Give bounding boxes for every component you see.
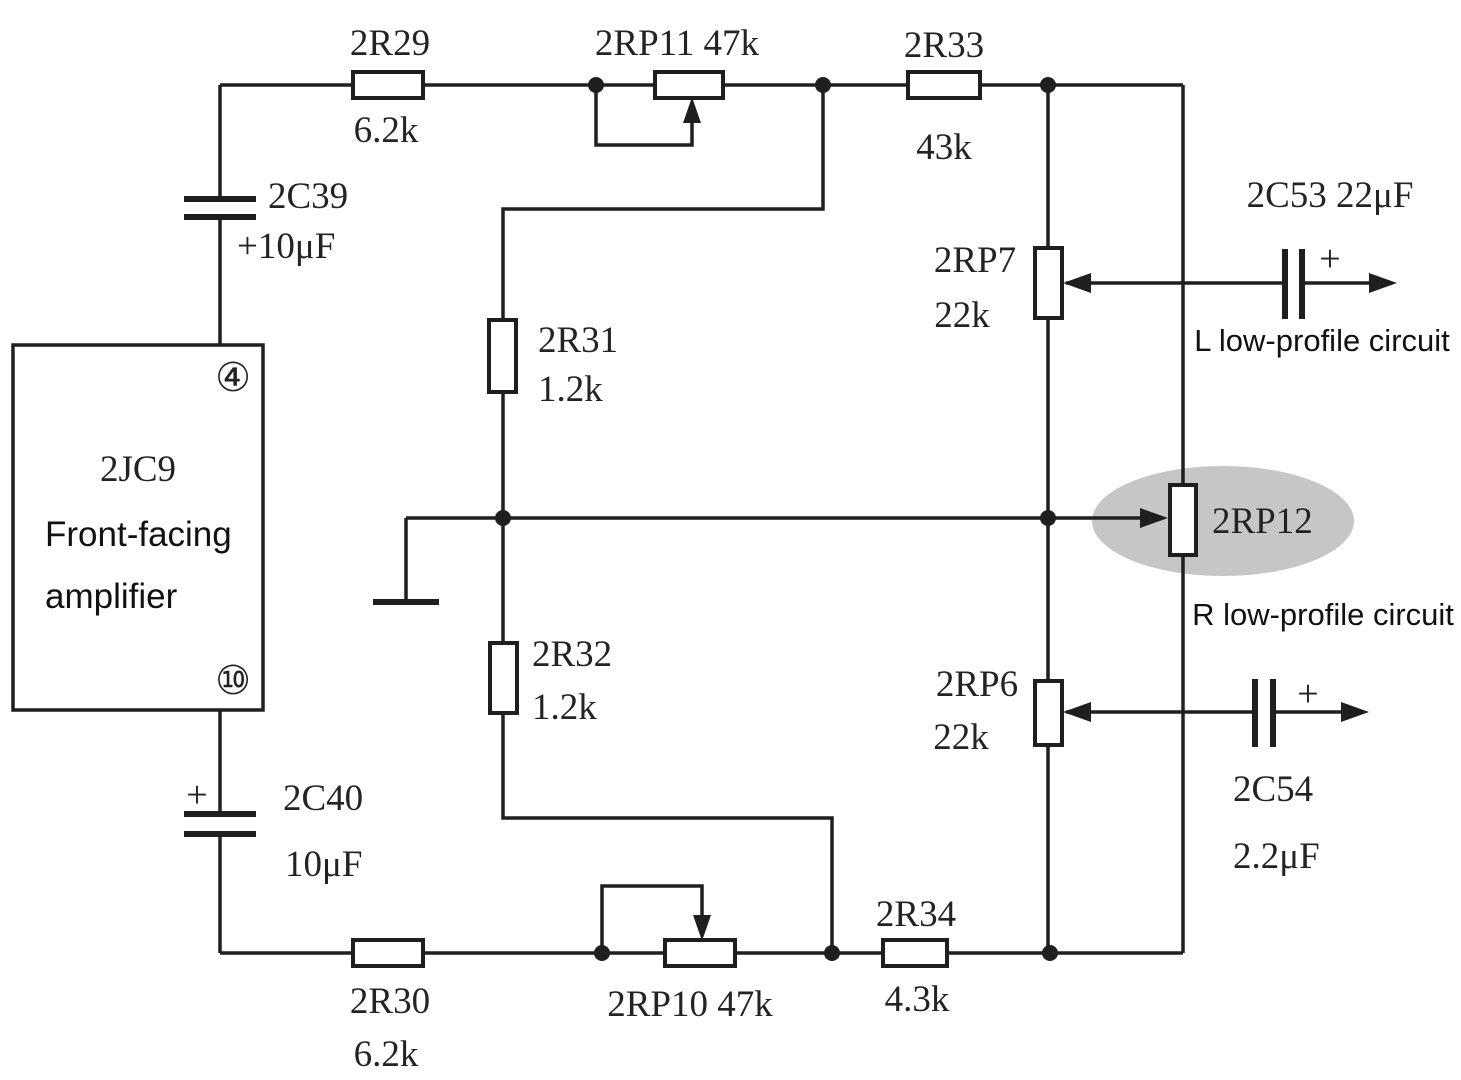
label-2rp6: 2RP6	[936, 664, 1018, 705]
wire-rp10-wiper-link	[600, 884, 704, 953]
value-2rp6: 22k	[933, 717, 989, 758]
value-2c54: 2.2μF	[1233, 836, 1320, 877]
label-2r34: 2R34	[876, 894, 956, 935]
potentiometer-2rp7-body	[1033, 246, 1064, 320]
label-2rp7: 2RP7	[934, 240, 1016, 281]
label-2rp10: 2RP10 47k	[607, 984, 773, 1025]
potentiometer-2rp6-body	[1033, 679, 1064, 747]
label-2r30: 2R30	[350, 981, 430, 1022]
resistor-2r30-body	[351, 938, 425, 968]
value-2r31: 1.2k	[538, 369, 603, 410]
capacitor-2c40	[184, 811, 256, 837]
rp12-input-arrow	[1140, 508, 1168, 528]
amplifier-desc-line1: Front-facing	[45, 515, 232, 554]
right-output-arrow	[1341, 702, 1369, 722]
label-2c40: 2C40	[283, 778, 363, 819]
label-2r31: 2R31	[538, 320, 618, 361]
junction-mid-left	[495, 510, 511, 526]
label-2r33: 2R33	[904, 25, 984, 66]
value-2r29: 6.2k	[354, 110, 419, 151]
resistor-2r33-body	[906, 70, 982, 100]
capacitor-2c53	[1282, 249, 1305, 319]
value-2rp7: 22k	[934, 295, 990, 336]
value-2c40: 10μF	[285, 844, 362, 885]
value-2r34: 4.3k	[885, 979, 950, 1020]
potentiometer-2rp11-body	[653, 70, 725, 100]
label-2c54: 2C54	[1233, 769, 1313, 810]
rp11-wiper-arrow	[683, 97, 701, 123]
resistor-2r29-body	[351, 70, 425, 100]
rp6-wiper-arrow	[1063, 702, 1091, 722]
rp7-wiper-arrow	[1063, 273, 1091, 293]
label-2c39: 2C39	[268, 176, 348, 217]
value-2c39: +10μF	[237, 226, 335, 267]
amplifier-desc-line2: amplifier	[45, 577, 178, 616]
junction-bottom-right-of-rp10	[824, 945, 840, 961]
resistor-2r31-body	[487, 318, 518, 394]
plus-2c54: +	[1297, 673, 1318, 715]
rp12-highlight-ellipse	[1092, 466, 1354, 576]
value-2r30: 6.2k	[354, 1034, 419, 1075]
value-2r32: 1.2k	[532, 687, 597, 728]
amplifier-block	[11, 343, 265, 712]
left-channel-output-label: L low-profile circuit	[1194, 323, 1450, 358]
value-2r33: 43k	[916, 127, 972, 168]
resistor-2r34-body	[881, 938, 949, 968]
label-2r32: 2R32	[532, 634, 612, 675]
plus-2c53: +	[1319, 238, 1340, 280]
amplifier-ref-label: 2JC9	[100, 449, 176, 490]
label-2rp11: 2RP11 47k	[595, 23, 760, 64]
potentiometer-2rp10-body	[663, 938, 737, 968]
pin-4-marker: ④	[215, 355, 251, 401]
plus-2c40: +	[186, 774, 207, 816]
junction-bottom-left-of-rp10	[594, 945, 610, 961]
junction-top-left-of-rp11	[588, 77, 604, 93]
potentiometer-2rp12-body	[1168, 483, 1198, 557]
junction-mid-bus	[1040, 510, 1056, 526]
capacitor-2c39	[184, 196, 256, 220]
right-channel-output-label: R low-profile circuit	[1192, 597, 1454, 632]
wire-rp11-wiper-link	[594, 85, 694, 147]
pin-10-marker: ⑩	[215, 658, 251, 704]
junction-top-right-of-rp11	[815, 77, 831, 93]
junction-top-mid-bus	[1040, 77, 1056, 93]
resistor-2r32-body	[488, 641, 519, 715]
junction-bottom-mid-bus	[1042, 945, 1058, 961]
label-2c53: 2C53 22μF	[1247, 175, 1414, 216]
left-output-arrow	[1369, 273, 1397, 293]
label-2r29: 2R29	[350, 23, 430, 64]
rp10-wiper-arrow	[693, 915, 711, 941]
label-2rp12: 2RP12	[1212, 501, 1313, 542]
capacitor-2c54	[1252, 679, 1276, 747]
